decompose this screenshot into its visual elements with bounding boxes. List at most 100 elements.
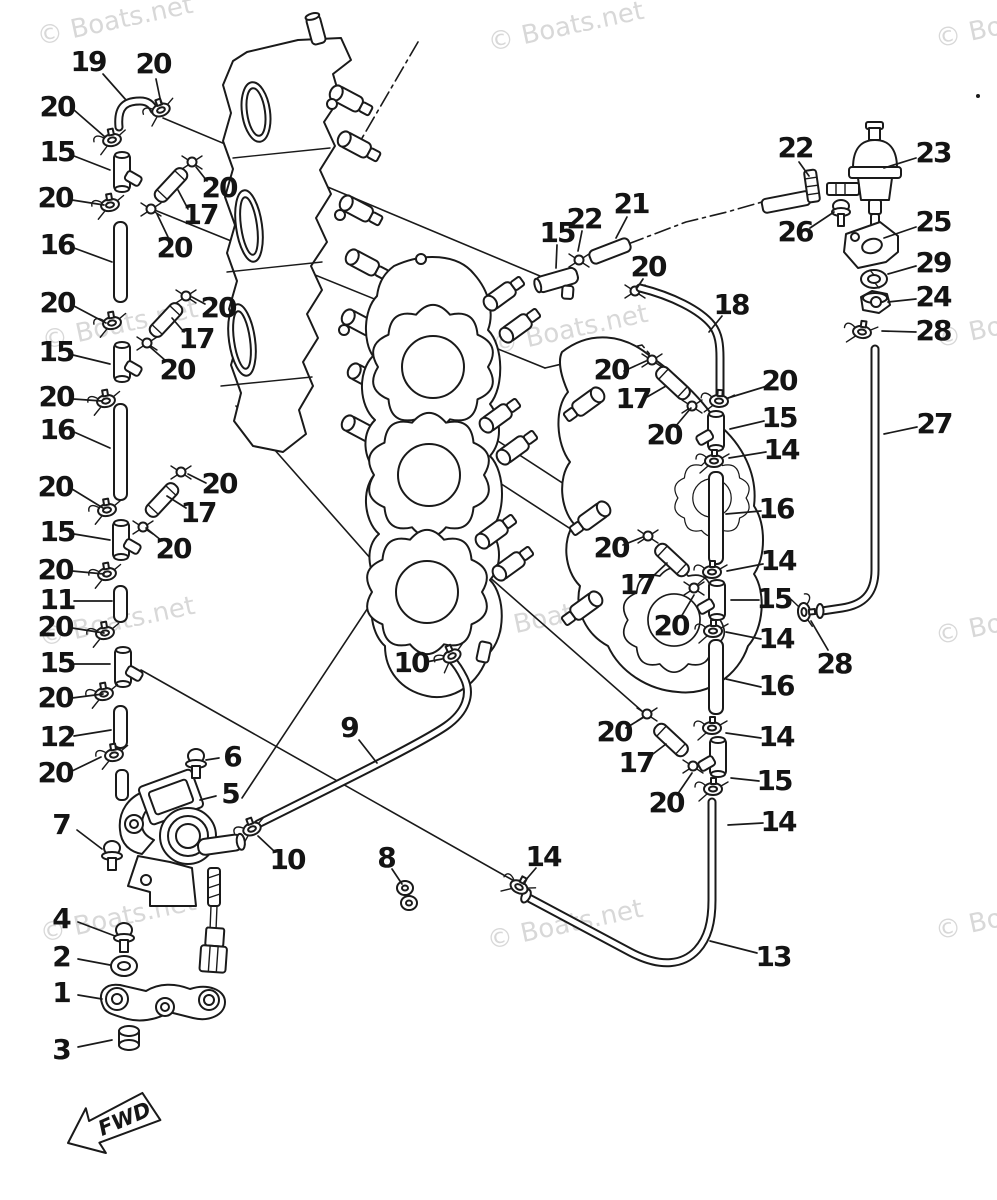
part-number-label: 18 <box>713 288 751 321</box>
leader-line <box>171 317 185 333</box>
part-number-label: 11 <box>39 583 77 616</box>
part-number-label: 16 <box>39 413 77 446</box>
part-number-label: 22 <box>566 202 604 235</box>
leader-line <box>73 155 111 171</box>
reference-line <box>469 559 644 713</box>
part-number-label: 26 <box>777 215 815 248</box>
leader-line <box>71 627 105 634</box>
part-number-label: 20 <box>155 532 193 565</box>
leader-line <box>636 278 644 289</box>
part-number-label: 4 <box>52 902 72 935</box>
part-number-label: 20 <box>135 47 173 80</box>
leader-line <box>73 247 113 263</box>
part-number-label: 10 <box>393 646 431 679</box>
leader-line <box>187 473 207 484</box>
part-number-label: 5 <box>221 777 241 810</box>
part-number-label: 10 <box>269 843 307 876</box>
part-number-label: 17 <box>619 568 657 601</box>
part-number-label: 15 <box>539 216 577 249</box>
part-number-label: 17 <box>180 496 218 529</box>
leader-line <box>577 230 583 252</box>
leader-line <box>71 756 102 772</box>
part-number-label: 20 <box>156 231 194 264</box>
leader-line <box>646 385 667 398</box>
leader-line <box>205 757 220 761</box>
leader-line <box>195 166 208 182</box>
leader-line <box>728 451 767 459</box>
leader-line <box>883 226 917 239</box>
leader-lines-group <box>71 73 918 1048</box>
leader-line <box>145 527 163 542</box>
leader-line <box>156 213 169 238</box>
part-number-label: 20 <box>646 418 684 451</box>
leader-line <box>199 795 217 801</box>
part-number-label: 20 <box>653 609 691 642</box>
leader-line <box>680 594 695 618</box>
leader-line <box>191 296 206 305</box>
part-number-label: 15 <box>756 582 794 615</box>
part-number-label: 16 <box>758 492 796 525</box>
leader-line <box>810 620 829 651</box>
leader-line <box>555 244 558 269</box>
leader-line <box>809 211 835 229</box>
part-number-label: 16 <box>758 669 796 702</box>
leader-line <box>622 536 644 546</box>
part-number-label: 20 <box>201 467 239 500</box>
leader-line <box>73 431 111 449</box>
leader-line <box>358 739 378 764</box>
part-number-label: 28 <box>915 314 953 347</box>
part-number-label: 15 <box>756 764 794 797</box>
part-number-label: 20 <box>37 756 75 789</box>
leader-line <box>77 958 111 966</box>
part-number-label: 17 <box>618 746 656 779</box>
part-number-label: 15 <box>39 515 77 548</box>
engine-left-bank <box>220 12 394 453</box>
part-number-label: 25 <box>915 205 953 238</box>
part-number-label: 14 <box>758 622 796 655</box>
part-number-label: 17 <box>615 382 653 415</box>
part-number-label: 20 <box>593 531 631 564</box>
part-number-label: 28 <box>816 647 854 680</box>
part-number-label: 20 <box>37 470 75 503</box>
leader-line <box>887 298 917 303</box>
part-number-label: 20 <box>761 364 799 397</box>
leader-line <box>676 772 693 796</box>
reference-line <box>140 669 517 883</box>
part-number-label: 29 <box>915 246 953 279</box>
hose-9 <box>230 638 472 911</box>
part-number-label: 20 <box>37 681 75 714</box>
part-number-label: 20 <box>159 353 197 386</box>
leader-line <box>725 678 762 688</box>
leader-line <box>648 743 667 758</box>
leader-line <box>149 346 167 362</box>
leader-line <box>73 305 107 324</box>
leader-line <box>729 420 765 430</box>
engine-center-block <box>360 253 544 699</box>
leader-line <box>391 868 403 885</box>
part-number-label: 17 <box>182 198 220 231</box>
leader-line <box>881 330 917 333</box>
part-number-label: 20 <box>39 90 77 123</box>
left-hose-chain <box>83 93 203 801</box>
leader-line <box>155 78 162 104</box>
part-number-label: 20 <box>630 250 668 283</box>
part-number-label: 15 <box>761 401 799 434</box>
leader-line <box>887 265 917 275</box>
leader-line <box>709 940 758 954</box>
part-number-label: 20 <box>201 171 239 204</box>
part-number-label: 17 <box>178 322 216 355</box>
leader-line <box>72 398 103 402</box>
part-number-label: 12 <box>39 720 77 753</box>
leader-line <box>727 386 765 399</box>
fuel-pump-assembly <box>101 748 246 974</box>
leader-line <box>71 199 105 206</box>
part-number-label: 14 <box>758 720 796 753</box>
leader-line <box>883 426 918 435</box>
part-number-label: 14 <box>763 433 801 466</box>
pressure-regulator-assembly <box>760 121 902 347</box>
part-number-label: 20 <box>37 610 75 643</box>
part-number-label: 22 <box>777 131 815 164</box>
leader-line <box>71 693 104 699</box>
part-number-label: 20 <box>39 286 77 319</box>
